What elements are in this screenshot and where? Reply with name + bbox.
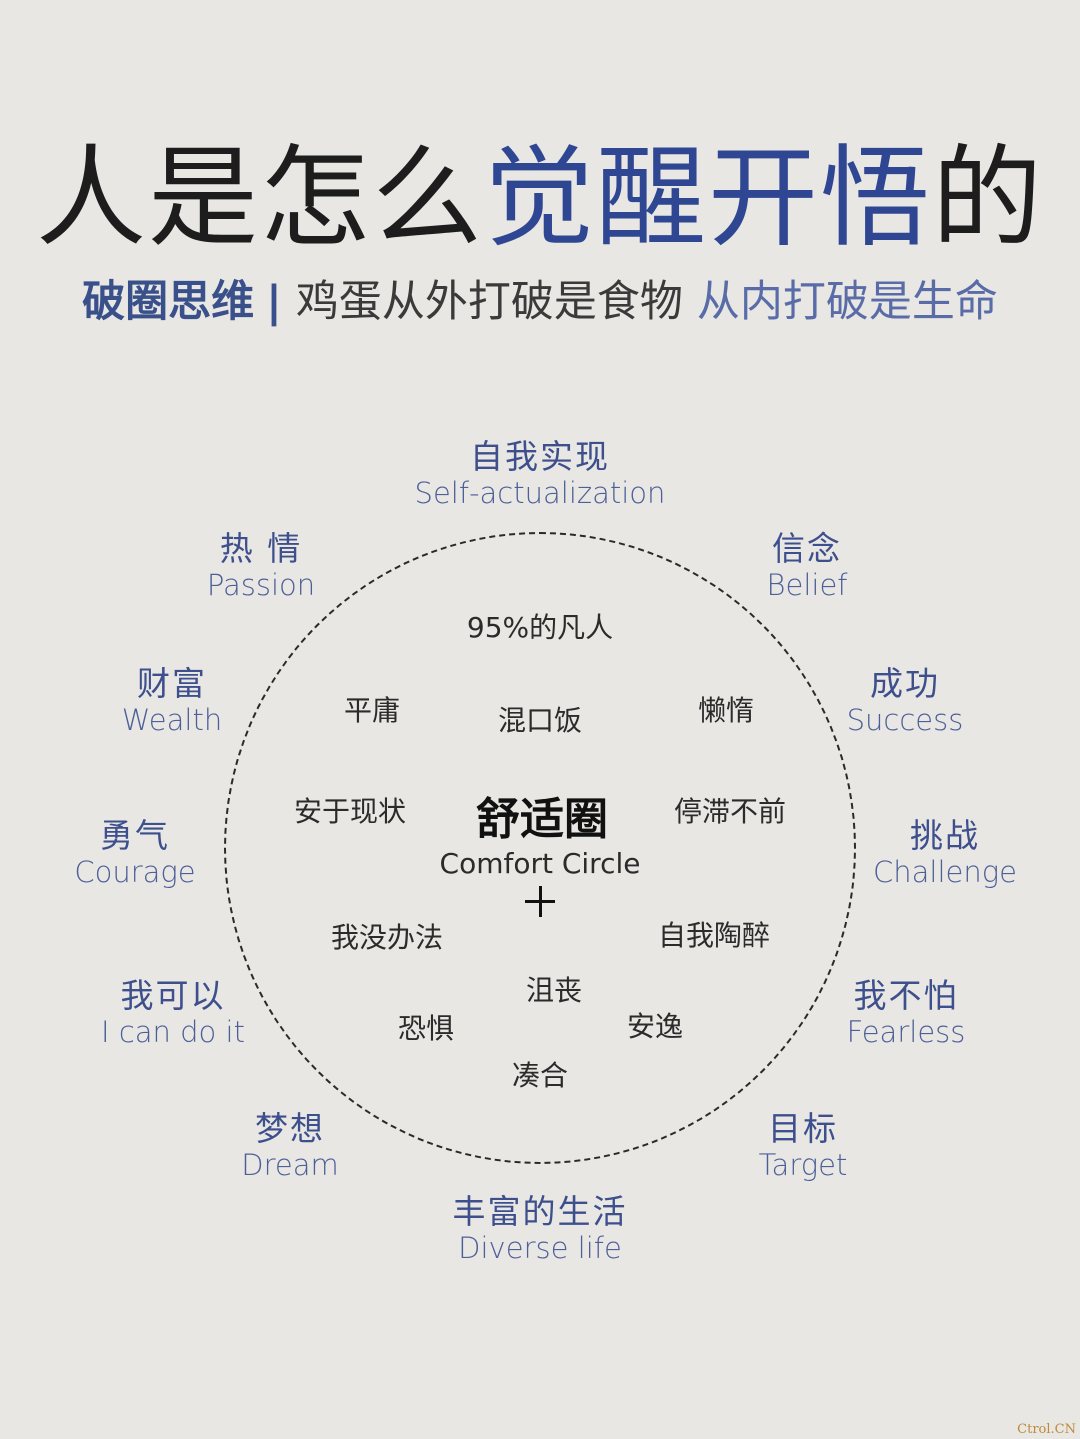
outer-label-target: 目标 Target — [758, 1109, 848, 1183]
center-subtitle: Comfort Circle — [439, 847, 641, 880]
page-title: 人是怎么觉醒开悟的 — [0, 128, 1080, 268]
title-part3: 的 — [932, 134, 1044, 262]
outer-label-cn: 热 情 — [219, 529, 303, 568]
outer-label-fearless: 我不怕 Fearless — [846, 976, 966, 1050]
inner-label-95-percent: 95%的凡人 — [466, 611, 614, 644]
title-part1: 人是怎么 — [36, 134, 484, 262]
outer-label-en: Belief — [766, 568, 848, 602]
outer-label-cn: 梦想 — [254, 1109, 325, 1148]
outer-label-en: Challenge — [873, 855, 1017, 889]
outer-label-cn: 自我实现 — [469, 437, 610, 476]
inner-label-content: 安于现状 — [293, 795, 407, 828]
outer-label-cn: 我可以 — [120, 976, 226, 1015]
outer-label-en: Dream — [241, 1148, 339, 1182]
outer-label-en: Courage — [74, 855, 196, 889]
outer-label-passion: 热 情 Passion — [206, 529, 316, 603]
subtitle-blue: 从内打破是生命 — [696, 277, 998, 327]
outer-label-cn: 财富 — [137, 664, 207, 703]
comfort-circle-ring — [224, 532, 856, 1164]
watermark: Ctrol.CN — [1017, 1422, 1076, 1437]
inner-label-lazy: 懒惰 — [697, 694, 755, 727]
outer-label-wealth: 财富 Wealth — [121, 664, 223, 738]
subtitle-bold: 破圈思维 — [82, 277, 255, 327]
outer-label-en: Success — [846, 703, 964, 737]
inner-label-self-intoxicated: 自我陶醉 — [657, 919, 771, 952]
outer-label-i-can-do-it: 我可以 I can do it — [101, 976, 245, 1050]
outer-label-cn: 信念 — [772, 529, 842, 568]
outer-label-success: 成功 Success — [846, 664, 964, 738]
inner-label-ease: 安逸 — [626, 1010, 684, 1043]
inner-label-stagnant: 停滞不前 — [673, 795, 787, 828]
outer-label-belief: 信念 Belief — [766, 529, 848, 603]
subtitle-dark: 鸡蛋从外打破是食物 — [295, 277, 683, 327]
center-title: 舒适圈 — [476, 794, 608, 845]
inner-label-make-do: 凑合 — [511, 1059, 569, 1092]
outer-label-en: Self-actualization — [414, 476, 666, 510]
outer-label-en: Target — [758, 1148, 848, 1182]
outer-label-cn: 勇气 — [100, 816, 170, 855]
outer-label-en: Diverse life — [458, 1231, 622, 1265]
plus-icon — [525, 886, 555, 917]
outer-label-cn: 我不怕 — [853, 976, 959, 1015]
subtitle-separator: | — [266, 277, 282, 327]
plus-icon-bar — [538, 886, 542, 917]
outer-label-courage: 勇气 Courage — [74, 816, 196, 890]
subtitle: 破圈思维| 鸡蛋从外打破是食物从内打破是生命 — [0, 272, 1080, 332]
outer-label-cn: 成功 — [870, 664, 940, 703]
outer-label-en: Wealth — [121, 703, 223, 737]
outer-label-dream: 梦想 Dream — [241, 1109, 339, 1183]
inner-label-mediocre: 平庸 — [343, 694, 401, 727]
inner-label-depressed: 沮丧 — [525, 974, 583, 1007]
inner-label-get-by: 混口饭 — [497, 704, 583, 737]
outer-label-cn: 目标 — [768, 1109, 838, 1148]
outer-label-diverse-life: 丰富的生活 Diverse life — [452, 1192, 628, 1266]
outer-label-self-actualization: 自我实现 Self-actualization — [414, 437, 666, 511]
outer-label-en: Passion — [206, 568, 316, 602]
outer-label-en: Fearless — [846, 1015, 966, 1049]
outer-label-cn: 挑战 — [909, 816, 980, 855]
title-highlight: 觉醒开悟 — [484, 134, 932, 262]
outer-label-challenge: 挑战 Challenge — [873, 816, 1017, 890]
inner-label-helpless: 我没办法 — [330, 921, 444, 954]
outer-label-cn: 丰富的生活 — [452, 1192, 628, 1231]
outer-label-en: I can do it — [101, 1015, 245, 1049]
inner-label-fear: 恐惧 — [397, 1012, 455, 1045]
